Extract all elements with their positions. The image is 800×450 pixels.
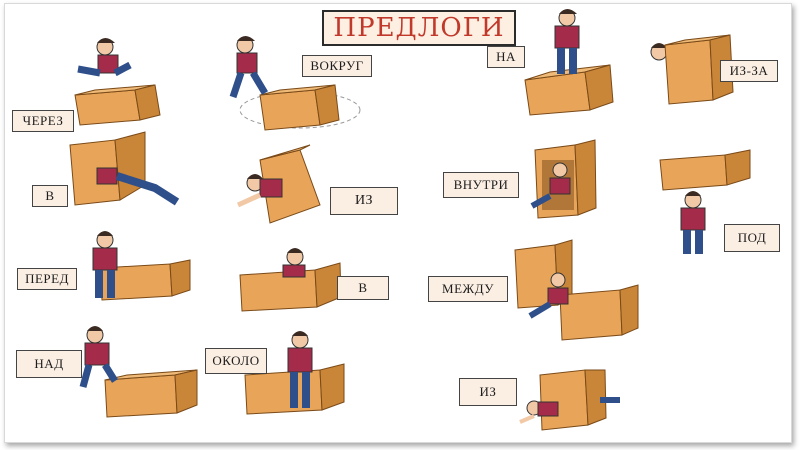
page-title: ПРЕДЛОГИ xyxy=(322,10,516,46)
illustration-v1 xyxy=(69,131,180,206)
illustration-iz2 xyxy=(519,369,620,431)
label-okolo: ОКОЛО xyxy=(205,348,267,374)
illustration-vokrug xyxy=(229,36,361,131)
label-pod: ПОД xyxy=(724,224,780,252)
label-mezhdu: МЕЖДУ xyxy=(428,276,508,302)
label-iz-1: ИЗ xyxy=(330,187,398,215)
illustration-nad xyxy=(79,326,198,418)
illustration-iz-za xyxy=(650,34,734,105)
label-vokrug: ВОКРУГ xyxy=(302,55,372,77)
illustration-na xyxy=(524,9,614,116)
illustration-v2 xyxy=(239,248,342,312)
illustration-mezhdu xyxy=(514,239,639,341)
label-nad: НАД xyxy=(16,350,82,378)
label-na: НА xyxy=(487,46,525,68)
slide-frame xyxy=(4,3,792,443)
label-pered: ПЕРЕД xyxy=(17,268,77,290)
illustration-okolo xyxy=(244,331,345,415)
illustration-pered xyxy=(92,231,191,301)
label-v-1: В xyxy=(32,185,68,207)
label-cherez: ЧЕРЕЗ xyxy=(12,110,74,132)
illustration-vnutri xyxy=(530,139,597,219)
label-vnutri: ВНУТРИ xyxy=(443,172,519,198)
illustration-pod xyxy=(659,149,751,254)
label-iz-za: ИЗ-ЗА xyxy=(720,60,778,82)
label-iz-2: ИЗ xyxy=(459,378,517,406)
illustration-iz1 xyxy=(236,144,321,224)
label-v-2: В xyxy=(337,276,389,300)
illustration-cherez xyxy=(74,38,161,126)
